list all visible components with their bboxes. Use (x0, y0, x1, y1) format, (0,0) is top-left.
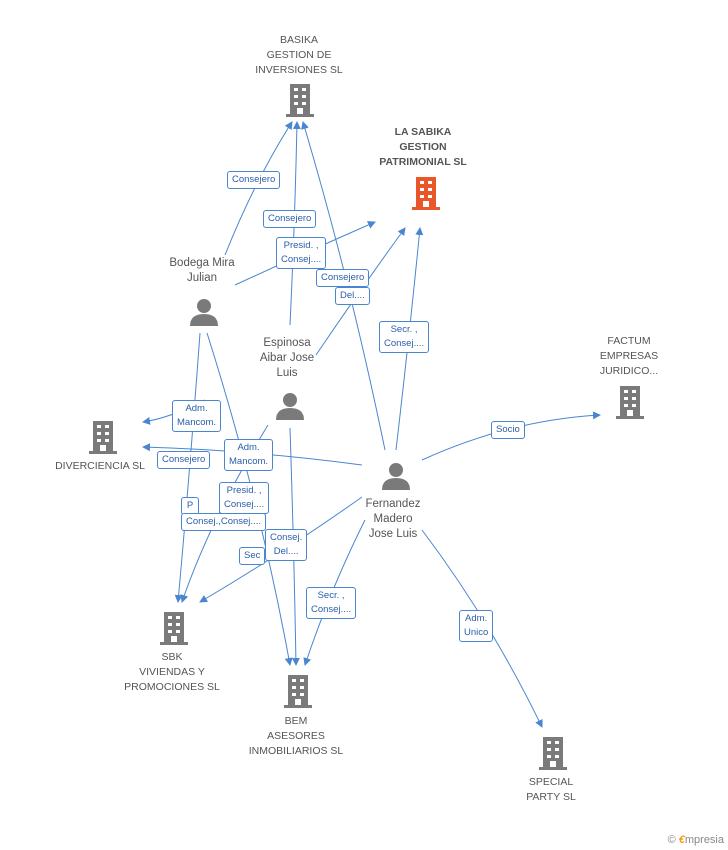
person-icon-bodega (190, 299, 218, 326)
person-icon-fernandez (382, 463, 410, 490)
edge-label-consejero-4: Consejero (157, 451, 211, 469)
edge-label-consejero-1: Consejero (227, 171, 281, 189)
building-icon-sbk (160, 612, 188, 645)
building-icon-special (539, 737, 567, 770)
building-icon-factum (616, 386, 644, 419)
edge-label-socio: Socio (491, 421, 525, 439)
edge-label-secr-1: Secr. , Consej.... (379, 321, 430, 353)
building-icon-bem (284, 675, 312, 708)
company-label-diverciencia[interactable]: DIVERCIENCIA SL (55, 460, 145, 472)
edge-label-secr-2: Secr. , Consej.... (306, 587, 357, 619)
building-icon-lasabika (412, 177, 440, 210)
edge-label-adm-unico: Adm. Unico (459, 610, 494, 642)
person-label-bodega[interactable]: Bodega Mira Julian (169, 257, 235, 284)
person-label-fernandez[interactable]: Fernandez Madero Jose Luis (365, 498, 421, 540)
edge-label-presid-2: Presid. , Consej.... (219, 482, 270, 514)
company-label-lasabika[interactable]: LA SABIKA GESTION PATRIMONIAL SL (379, 126, 467, 168)
person-icon-espinosa (276, 393, 304, 420)
company-label-basika[interactable]: BASIKA GESTION DE INVERSIONES SL (255, 34, 343, 76)
brand-logo-e: € (678, 834, 685, 846)
brand-name: mpresia (684, 834, 724, 846)
edge-label-del-1: Del.... (335, 287, 370, 305)
building-icon-basika (286, 84, 314, 117)
building-icon-diverciencia (89, 421, 117, 454)
company-label-bem[interactable]: BEM ASESORES INMOBILIARIOS SL (248, 715, 344, 757)
edge-label-consejero-2: Consejero (263, 210, 317, 228)
edge-label-sec: Sec (239, 547, 266, 565)
edge-label-consej-multi: Consej.,Consej.... (181, 513, 266, 531)
edge-label-consejero-3: Consejero (316, 269, 370, 287)
company-label-special[interactable]: SPECIAL PARTY SL (526, 776, 576, 803)
edge-label-consej-del: Consej. Del.... (265, 529, 308, 561)
company-label-sbk[interactable]: SBK VIVIENDAS Y PROMOCIONES SL (124, 651, 220, 693)
person-label-espinosa[interactable]: Espinosa Aibar Jose Luis (259, 337, 315, 379)
edge-label-presid-1: Presid. , Consej.... (276, 237, 327, 269)
edge-label-adm-1: Adm. Mancom. (172, 400, 222, 432)
copyright-symbol: © (667, 834, 676, 846)
company-label-factum[interactable]: FACTUM EMPRESAS JURIDICO... (599, 335, 659, 377)
edge-label-adm-2: Adm. Mancom. (224, 439, 274, 471)
footer-brand[interactable]: © €mpresia (668, 834, 724, 846)
